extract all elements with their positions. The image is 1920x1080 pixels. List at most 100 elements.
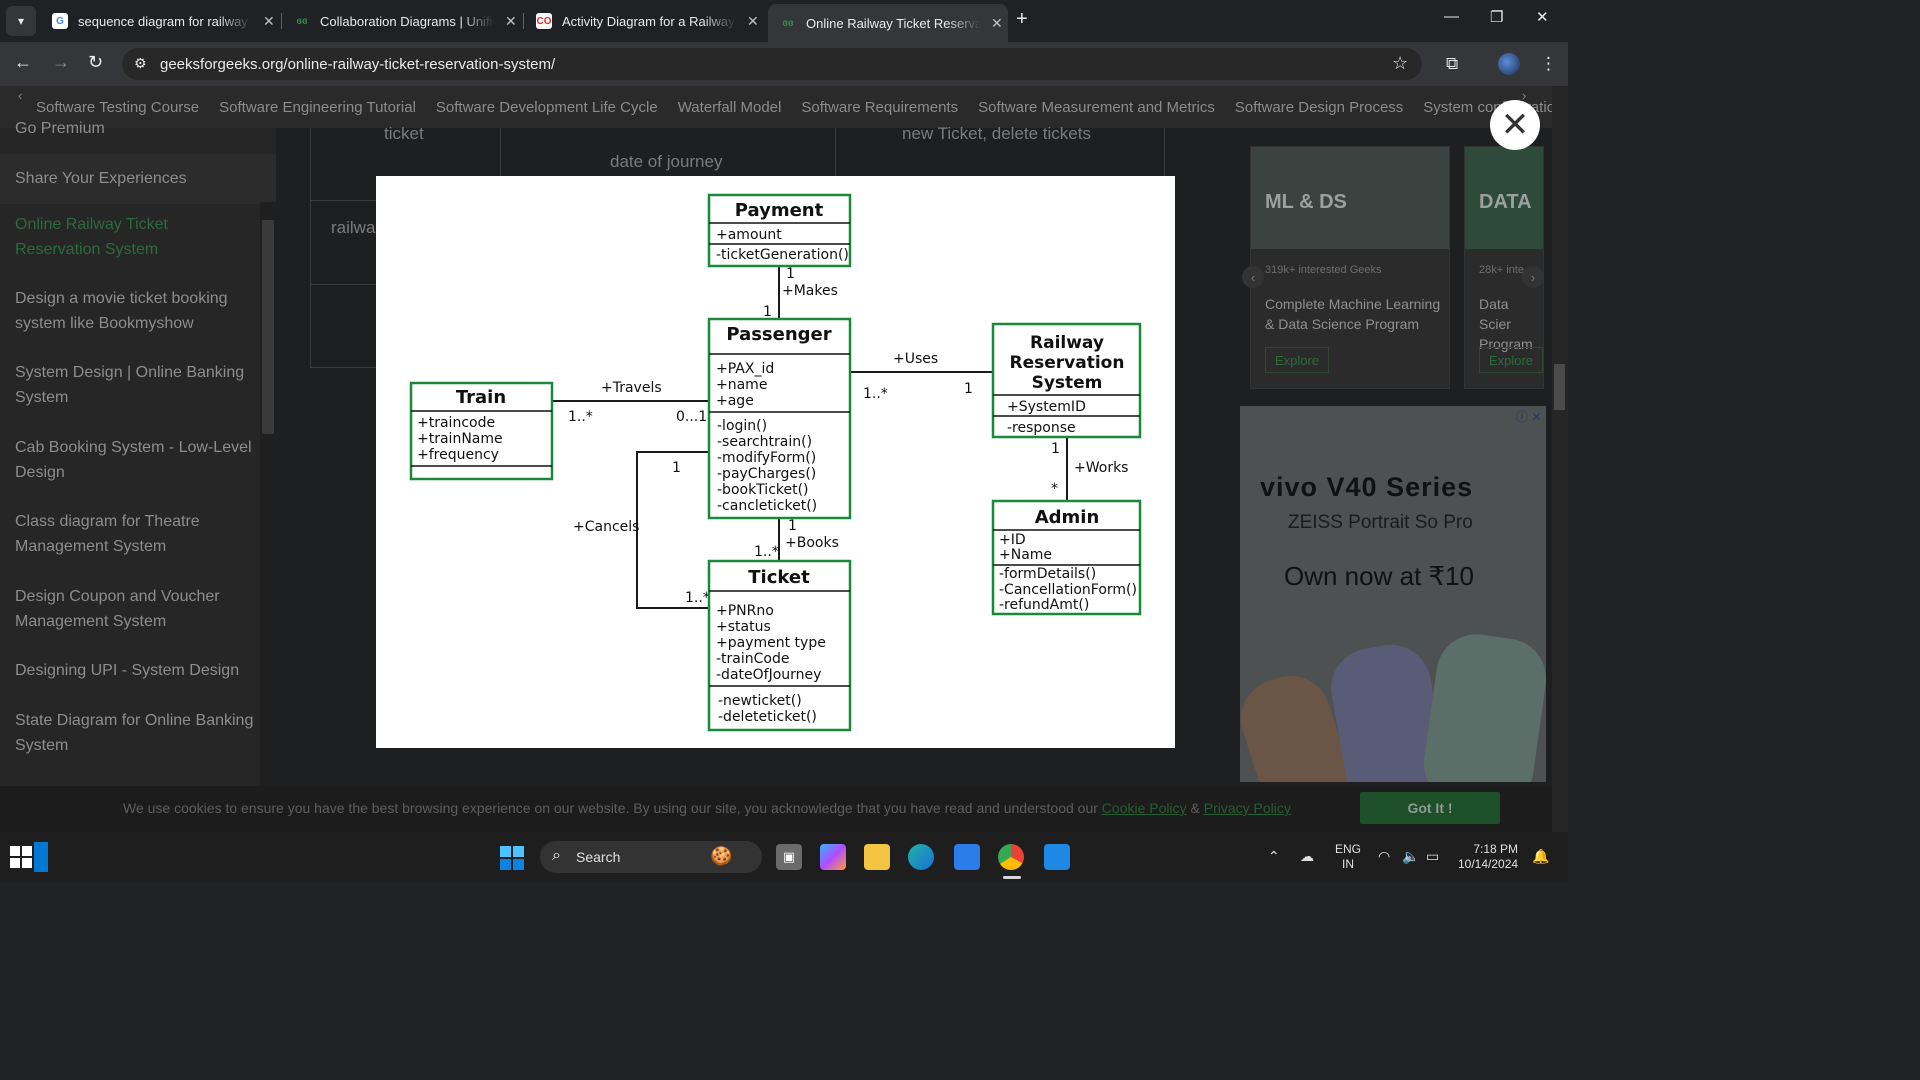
site-settings-icon[interactable]: ⚙: [134, 55, 147, 71]
carousel-next-icon[interactable]: ›: [1522, 266, 1544, 288]
nav-right-chevron-icon[interactable]: ›: [1522, 88, 1527, 103]
reload-icon[interactable]: ↻: [88, 52, 104, 72]
lightbox-close-button[interactable]: ✕: [1490, 100, 1540, 150]
ad-info-icon[interactable]: ⓘ ✕: [1516, 410, 1542, 424]
sidebar-item-state-diagram-banking[interactable]: State Diagram for Online Banking System: [15, 712, 254, 754]
carousel-prev-icon[interactable]: ‹: [1242, 266, 1264, 288]
sidebar-item-online-railway[interactable]: Online Railway Ticket Reservation System: [15, 216, 168, 258]
edge-icon[interactable]: [908, 844, 934, 870]
class-method: -searchtrain(): [717, 434, 812, 450]
tab-online-railway-active[interactable]: ɞɞ Online Railway Ticket Reservatio ✕: [768, 4, 1008, 42]
forward-arrow-icon[interactable]: →: [52, 52, 70, 72]
sidebar-scroll-thumb[interactable]: [262, 220, 274, 434]
explore-button[interactable]: Explore: [1479, 347, 1543, 373]
tray-overflow-chevron-icon[interactable]: ⌃: [1268, 848, 1280, 864]
battery-icon[interactable]: ▭: [1426, 848, 1440, 864]
sidebar-item-coupon-voucher[interactable]: Design Coupon and Voucher Management Sys…: [15, 588, 220, 630]
topic-nav-item[interactable]: Software Requirements: [801, 99, 959, 116]
new-tab-icon[interactable]: +: [1016, 8, 1028, 30]
class-attribute: +age: [716, 393, 754, 409]
nav-left-chevron-icon[interactable]: ‹: [18, 88, 23, 103]
class-passenger: Passenger +PAX_id +name +age -login() -s…: [707, 317, 852, 520]
windows-logo-icon[interactable]: [10, 842, 48, 872]
tab-search-chevron-icon[interactable]: ▾: [6, 6, 36, 36]
topic-nav-item[interactable]: Software Testing Course: [36, 99, 200, 116]
page-scroll-thumb[interactable]: [1554, 364, 1565, 410]
address-bar[interactable]: ⚙ geeksforgeeks.org/online-railway-ticke…: [122, 48, 1422, 80]
notification-bell-icon[interactable]: 🔔: [1532, 848, 1550, 864]
privacy-policy-link[interactable]: Privacy Policy: [1203, 800, 1291, 816]
profile-avatar[interactable]: [1498, 53, 1520, 75]
sidebar-item-movie-booking[interactable]: Design a movie ticket booking system lik…: [15, 290, 228, 332]
volume-icon[interactable]: 🔈: [1402, 848, 1420, 864]
course-title[interactable]: Complete Machine Learning & Data Science…: [1265, 296, 1441, 332]
minimize-icon[interactable]: —: [1444, 8, 1459, 25]
sidebar-item-cab-booking[interactable]: Cab Booking System - Low-Level Design: [15, 439, 252, 481]
tab-sequence-diagram[interactable]: G sequence diagram for railway re ✕: [40, 6, 280, 36]
table-cell: date of journey: [610, 152, 723, 171]
label-cancels: +Cancels: [573, 519, 639, 535]
ad-subtitle: ZEISS Portrait So Pro: [1288, 512, 1473, 533]
restore-icon[interactable]: ❐: [1490, 9, 1504, 26]
start-menu-icon[interactable]: [500, 846, 524, 870]
topic-nav-item[interactable]: Waterfall Model: [677, 99, 782, 116]
language-indicator[interactable]: ENG IN: [1335, 842, 1361, 872]
sidebar-item-share-experiences[interactable]: Share Your Experiences: [0, 154, 276, 204]
label-books: +Books: [785, 535, 839, 551]
bookmark-star-icon[interactable]: ☆: [1392, 53, 1409, 73]
onedrive-off-icon[interactable]: ☁: [1300, 848, 1314, 864]
cookie-text: We use cookies to ensure you have the be…: [123, 800, 1291, 816]
sidebar-item-upi-design[interactable]: Designing UPI - System Design: [15, 662, 240, 679]
topic-nav-item[interactable]: Software Development Life Cycle: [435, 99, 658, 116]
microsoft-store-icon[interactable]: [954, 844, 980, 870]
chrome-active-indicator: [1003, 876, 1021, 879]
course-card[interactable]: ML & DS 319k+ interested Geeks Complete …: [1250, 146, 1450, 389]
copilot-icon[interactable]: [820, 844, 846, 870]
extensions-icon[interactable]: ⧉: [1446, 54, 1459, 73]
course-title[interactable]: Data Scier Program: [1479, 296, 1533, 352]
tab-divider: [523, 13, 524, 29]
google-icon: G: [52, 13, 68, 29]
class-name-line: Reservation: [1010, 353, 1125, 373]
class-method: -formDetails(): [999, 566, 1096, 582]
chrome-icon[interactable]: [998, 844, 1024, 870]
tab-collaboration-diagrams[interactable]: ɞɞ Collaboration Diagrams | Unifie ✕: [282, 6, 522, 36]
file-explorer-icon[interactable]: [864, 844, 890, 870]
explore-button[interactable]: Explore: [1265, 347, 1329, 373]
class-method: -newticket(): [718, 693, 802, 709]
table-cell: railwa: [331, 218, 376, 237]
tab-close-icon[interactable]: ✕: [747, 12, 759, 29]
wifi-icon[interactable]: ◠: [1378, 848, 1391, 864]
topic-nav-item[interactable]: Software Design Process: [1234, 99, 1404, 116]
search-icon: ⌕: [552, 847, 561, 864]
mult-books-a: 1: [788, 518, 797, 534]
tab-close-icon[interactable]: ✕: [991, 14, 1003, 31]
gfg-icon: ɞɞ: [782, 17, 794, 29]
tab-close-icon[interactable]: ✕: [505, 12, 517, 29]
page-scrollbar[interactable]: [1552, 86, 1568, 832]
taskbar-search-box[interactable]: ⌕ Search 🍪: [540, 841, 762, 873]
sidebar-item-go-premium[interactable]: Go Premium: [15, 120, 105, 137]
window-close-icon[interactable]: ✕: [1536, 9, 1549, 26]
sidebar-item-online-banking[interactable]: System Design | Online Banking System: [15, 364, 245, 406]
chrome-menu-icon[interactable]: ⋮: [1540, 54, 1557, 73]
class-method: -bookTicket(): [717, 482, 809, 498]
tab-title: Online Railway Ticket Reservatio: [806, 15, 981, 31]
tab-divider: [281, 13, 282, 29]
cookie-policy-link[interactable]: Cookie Policy: [1101, 800, 1187, 816]
system-clock[interactable]: 7:18 PM 10/14/2024: [1458, 842, 1518, 872]
topic-nav-item[interactable]: Software Engineering Tutorial: [219, 99, 416, 116]
label-works: +Works: [1074, 460, 1128, 476]
cookie-accept-button[interactable]: Got It !: [1360, 792, 1500, 824]
tab-close-icon[interactable]: ✕: [263, 12, 275, 29]
tab-activity-diagram[interactable]: CO Activity Diagram for a Railway R ✕: [524, 6, 764, 36]
class-method: -cancleticket(): [717, 498, 817, 514]
photos-icon[interactable]: [1044, 844, 1070, 870]
task-view-icon[interactable]: ▣: [776, 844, 802, 870]
sidebar-item-theatre-management[interactable]: Class diagram for Theatre Management Sys…: [15, 513, 200, 555]
back-arrow-icon[interactable]: ←: [14, 52, 32, 72]
image-lightbox: 1 +Makes 1 +Uses 1..* 1 +Travels 1..* 0.…: [376, 176, 1175, 748]
topic-nav-item[interactable]: Software Measurement and Metrics: [978, 99, 1215, 116]
advertisement[interactable]: ⓘ ✕ vivo V40 Series ZEISS Portrait So Pr…: [1240, 406, 1546, 782]
url-text[interactable]: geeksforgeeks.org/online-railway-ticket-…: [160, 56, 556, 73]
